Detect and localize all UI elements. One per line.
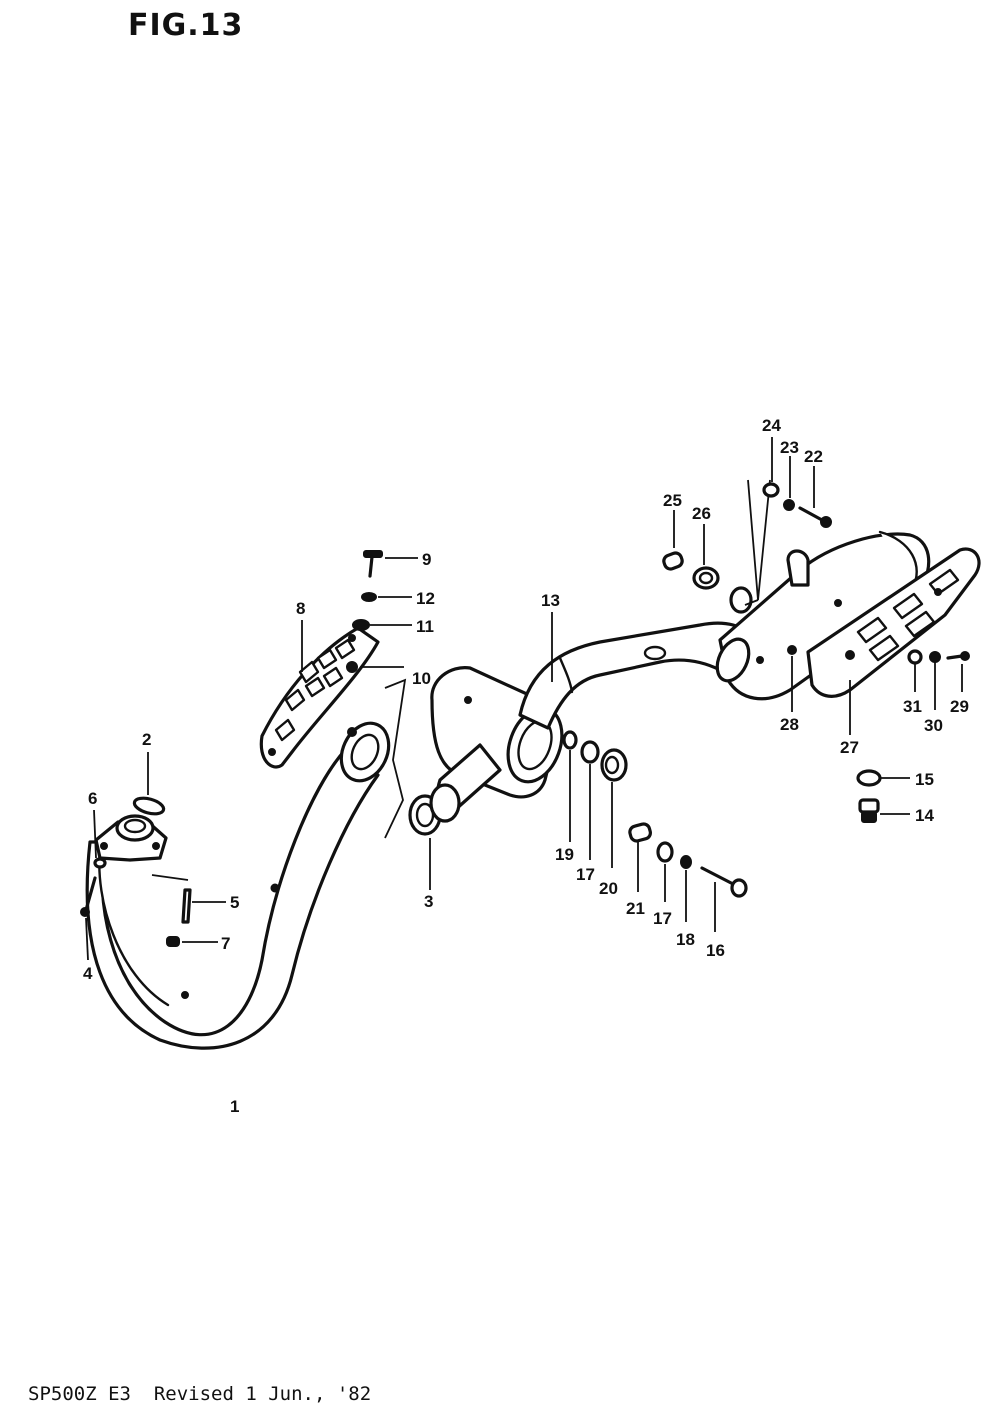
callout-21: 21 [626,899,645,918]
callout-1: 1 [230,1097,239,1116]
shield-washer-12 [361,592,377,602]
callout-15: 15 [915,770,934,789]
callout-17b: 17 [653,909,672,928]
callout-16: 16 [706,941,725,960]
figure-title: FIG.13 [128,8,244,43]
leader-lines [85,437,963,961]
gasket [132,796,166,816]
pipe-nut [166,936,180,947]
callout-5: 5 [230,893,239,912]
drain-plug-14 [858,798,880,823]
washer-19 [562,730,578,750]
callout-6: 6 [88,789,97,808]
callout-31: 31 [903,697,922,716]
nut-18 [680,855,692,869]
callout-27: 27 [840,738,859,757]
exhaust-pipe [85,721,391,1050]
callout-9: 9 [422,550,431,569]
cushion-26 [692,566,720,590]
callout-4: 4 [83,964,93,983]
stud [181,888,192,924]
shield-collar [346,661,358,673]
callout-10: 10 [412,669,431,688]
figure-footer: SP500Z E3 Revised 1 Jun., '82 [28,1383,372,1405]
washer-24 [762,482,780,498]
callout-19: 19 [555,845,574,864]
nut-28 [787,645,797,655]
collar-21 [628,822,652,843]
silencer-clamp [729,549,810,614]
callout-3: 3 [424,892,433,911]
bolt-22 [798,506,832,528]
callout-17a: 17 [576,865,595,884]
shield-washer-11 [352,619,370,631]
callout-13: 13 [541,591,560,610]
callout-11: 11 [416,617,434,636]
callout-7: 7 [221,934,230,953]
washer-15 [856,769,882,787]
shield-screw [363,550,383,578]
stud-bolt [80,876,97,917]
callout-20: 20 [599,879,618,898]
washer-30 [929,651,941,663]
washer-23 [783,499,795,511]
callout-18: 18 [676,930,695,949]
washer-17a [580,740,600,764]
callout-8: 8 [296,599,305,618]
muffler-silencer [715,530,931,701]
callout-25: 25 [663,491,682,510]
callout-28: 28 [780,715,799,734]
callout-23: 23 [780,438,799,457]
pipe-flange [94,814,168,862]
muffler-heat-shield [806,547,981,698]
washer-31 [907,649,923,665]
callout-30: 30 [924,716,943,735]
bolt-16 [700,866,748,898]
callout-12: 12 [416,589,435,608]
collar-25 [662,551,684,571]
callout-22: 22 [804,447,823,466]
callout-14: 14 [915,806,934,825]
washer-17b [656,841,674,863]
bolt-29 [946,651,970,661]
callout-29: 29 [950,697,969,716]
callout-2: 2 [142,730,151,749]
flange-nut [93,857,107,869]
callout-26: 26 [692,504,711,523]
cushion-20 [600,748,628,782]
callout-24: 24 [762,416,781,435]
callout-labels: 1 2 3 4 5 6 7 8 9 10 11 12 13 14 15 16 1… [83,416,969,1116]
